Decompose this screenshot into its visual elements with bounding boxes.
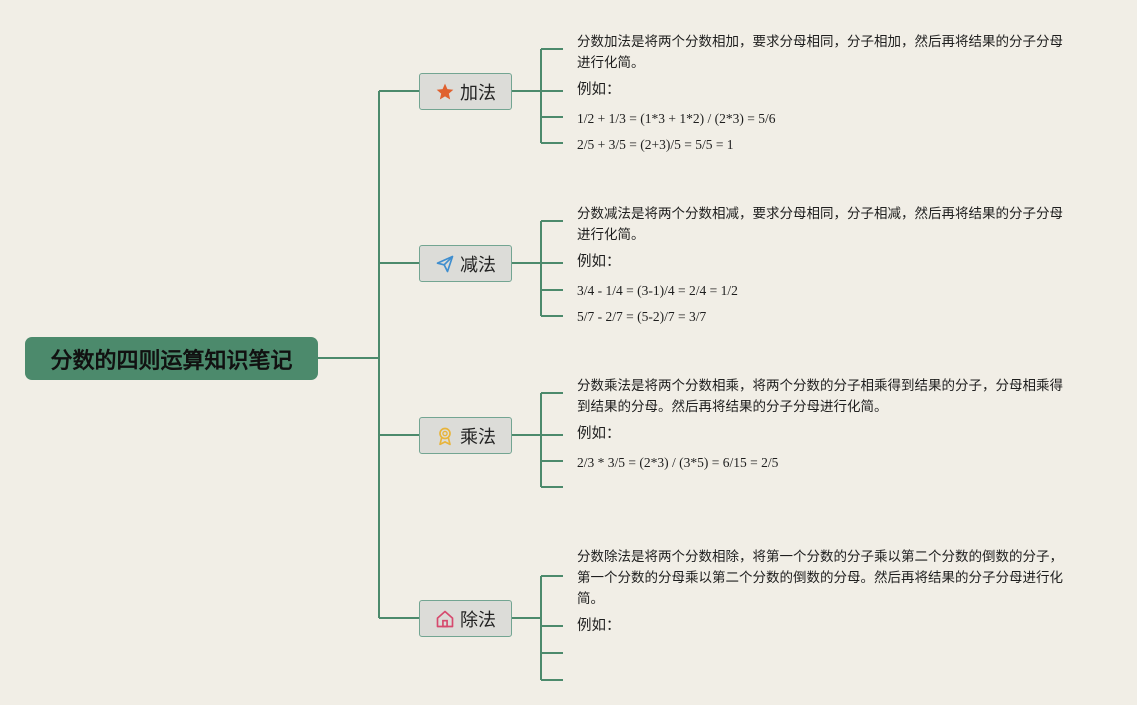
- branch-multiplication[interactable]: 乘法: [419, 417, 512, 454]
- addition-definition: 分数加法是将两个分数相加，要求分母相同，分子相加，然后再将结果的分子分母进行化简…: [577, 34, 1063, 71]
- subtraction-example-label: 例如：: [577, 254, 621, 270]
- subtraction-definition: 分数减法是将两个分数相减，要求分母相同，分子相减，然后再将结果的分子分母进行化简…: [577, 206, 1063, 243]
- branch-label: 加法: [460, 82, 496, 104]
- root-title: 分数的四则运算知识笔记: [50, 348, 293, 374]
- multiplication-example-1: 2/3 * 3/5 = (2*3) / (3*5) = 6/15 = 2/5: [577, 455, 779, 470]
- branch-division[interactable]: 除法: [419, 600, 512, 637]
- branch-subtraction[interactable]: 减法: [419, 245, 512, 282]
- addition-example-2: 2/5 + 3/5 = (2+3)/5 = 5/5 = 1: [577, 137, 734, 152]
- branch-label: 除法: [460, 609, 496, 631]
- division-example-label: 例如：: [577, 618, 621, 634]
- house-icon: [435, 609, 455, 629]
- subtraction-example-1: 3/4 - 1/4 = (3-1)/4 = 2/4 = 1/2: [577, 283, 738, 298]
- paper-plane-icon: [435, 254, 455, 274]
- multiplication-example-label: 例如：: [577, 426, 621, 442]
- award-ribbon-icon: [435, 426, 455, 446]
- multiplication-definition: 分数乘法是将两个分数相乘，将两个分数的分子相乘得到结果的分子，分母相乘得到结果的…: [577, 378, 1063, 415]
- branch-label: 乘法: [460, 426, 496, 448]
- branch-label: 减法: [460, 254, 496, 276]
- addition-example-1: 1/2 + 1/3 = (1*3 + 1*2) / (2*3) = 5/6: [577, 111, 776, 126]
- subtraction-example-2: 5/7 - 2/7 = (5-2)/7 = 3/7: [577, 309, 707, 324]
- branch-addition[interactable]: 加法: [419, 73, 512, 110]
- star-icon: [435, 82, 455, 102]
- division-definition: 分数除法是将两个分数相除，将第一个分数的分子乘以第二个分数的倒数的分子，第一个分…: [577, 549, 1063, 607]
- addition-example-label: 例如：: [577, 82, 621, 98]
- root-topic[interactable]: 分数的四则运算知识笔记: [25, 337, 318, 380]
